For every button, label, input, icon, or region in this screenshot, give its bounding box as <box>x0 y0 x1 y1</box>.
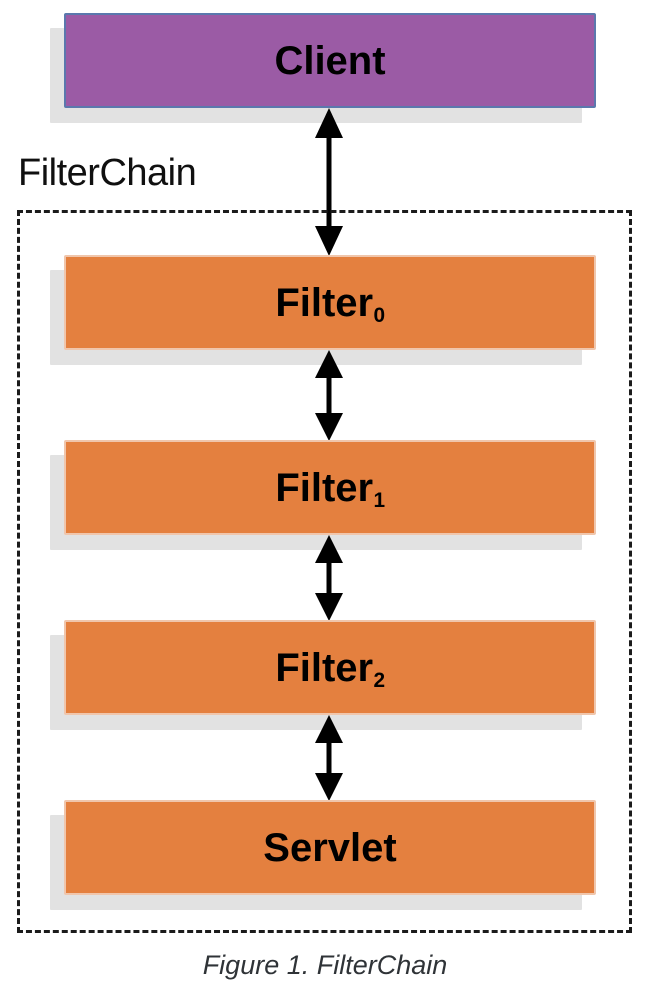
arrow-filter0-to-filter1 <box>309 350 349 441</box>
node-client-label: Client <box>274 38 386 83</box>
node-servlet-label: Servlet <box>263 825 397 870</box>
arrow-client-to-filter0 <box>309 108 349 256</box>
arrow-filter1-to-filter2 <box>309 535 349 621</box>
node-client-body[interactable]: Client <box>64 13 596 108</box>
figure-caption: Figure 1. FilterChain <box>202 950 448 980</box>
node-filter-1-body[interactable]: Filter1 <box>64 440 596 535</box>
node-filter-0[interactable]: Filter0 <box>50 255 596 365</box>
node-client[interactable]: Client <box>50 13 596 123</box>
node-filter-1[interactable]: Filter1 <box>50 440 596 550</box>
node-servlet-body[interactable]: Servlet <box>64 800 596 895</box>
node-servlet[interactable]: Servlet <box>50 800 596 910</box>
filterchain-container <box>17 210 632 933</box>
node-filter-1-label: Filter1 <box>275 465 386 512</box>
filterchain-label: FilterChain <box>18 152 197 194</box>
node-filter-2[interactable]: Filter2 <box>50 620 596 730</box>
arrow-filter2-to-servlet <box>309 715 349 801</box>
node-filter-0-body[interactable]: Filter0 <box>64 255 596 350</box>
node-filter-2-body[interactable]: Filter2 <box>64 620 596 715</box>
node-filter-2-label: Filter2 <box>275 645 386 692</box>
node-filter-0-label: Filter0 <box>275 280 386 327</box>
